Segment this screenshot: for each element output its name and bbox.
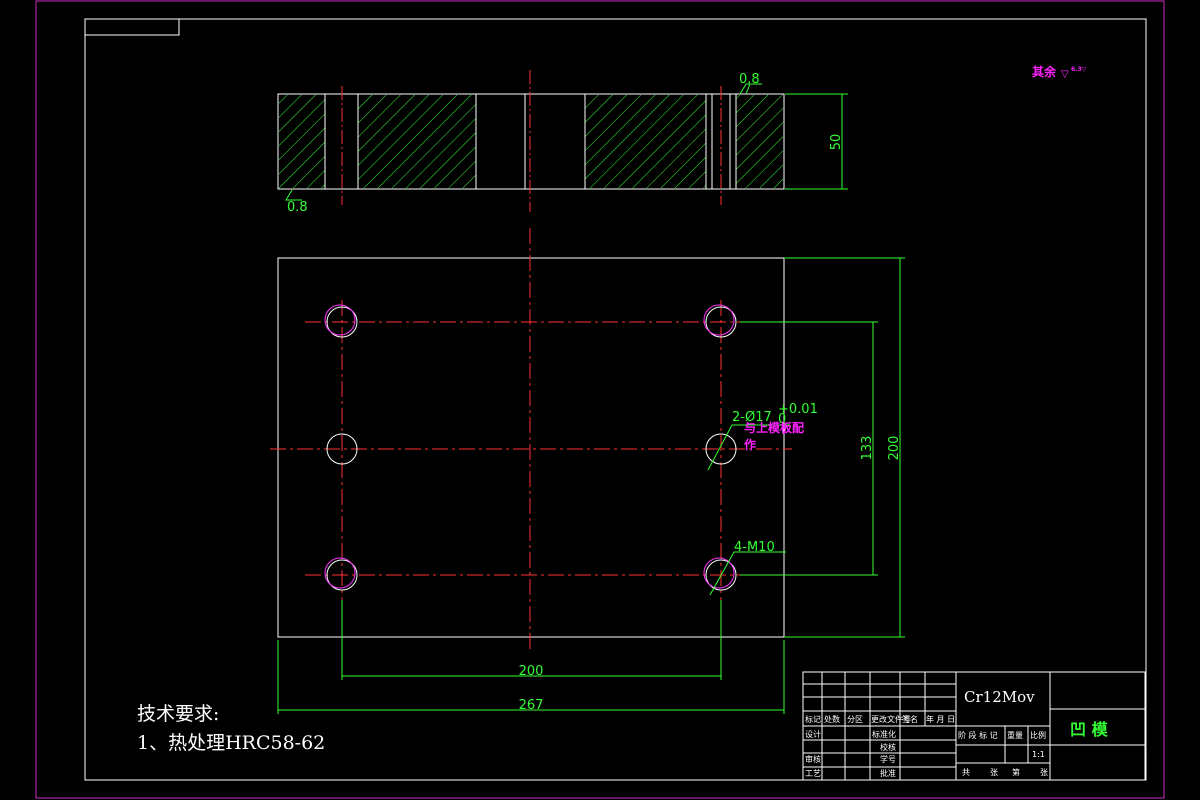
hole-mark (324, 557, 356, 589)
tb-sheet-2: 第 (1012, 767, 1020, 777)
tb-weight: 重量 (1007, 730, 1023, 740)
hatch-region (736, 95, 783, 188)
tb-ratio: 比例 (1030, 730, 1046, 740)
tech-req-item1: 1、热处理HRC58-62 (137, 732, 325, 754)
callout-note-line1: 与上模板配 (744, 420, 804, 435)
roughness-left: 0.8 (287, 200, 308, 215)
tb-stage: 阶 段 标 记 (958, 730, 998, 740)
tb-part-name: 凹 模 (1070, 720, 1109, 739)
dowel-hole (326, 433, 358, 465)
hatch-region (279, 95, 325, 188)
tb-sheet-1: 张 (990, 768, 998, 777)
inner-border (84, 18, 1147, 781)
tb-sheet-0: 共 (962, 768, 970, 777)
callout-tol-upper: +0.01 (778, 402, 818, 417)
tb-header-1: 处数 (824, 714, 840, 724)
tb-sheet-3: 张 (1040, 768, 1048, 777)
tb-scale: 1:1 (1032, 750, 1045, 759)
tb-material: Cr12Mov (964, 688, 1035, 706)
hole-mark (703, 557, 735, 589)
hatch-region (585, 95, 706, 188)
hatch-region (358, 95, 476, 188)
title-block (802, 671, 1146, 781)
callout-note-line2: 作 (744, 437, 756, 452)
tb-header-2: 分区 (847, 715, 863, 724)
surface-note-label: 其余 (1032, 64, 1057, 79)
tb-std: 标准化 (872, 729, 896, 739)
tb-craft: 工艺 (805, 769, 821, 778)
dim-total-height: 200 (887, 436, 902, 461)
tb-student: 学号 (880, 754, 896, 764)
tb-check: 校核 (880, 742, 896, 752)
dim-hole-spacing-v: 133 (860, 436, 875, 461)
roughness-top: 0.8 (739, 72, 760, 87)
dim-hole-spacing-h: 200 (519, 664, 544, 679)
section-view: 50 0.8 0.8 (277, 70, 848, 215)
tb-header-5: 年 月 日 (926, 714, 955, 724)
outer-border (35, 0, 1165, 799)
tb-header-3: 更改文件号 (871, 714, 911, 724)
callout-tol-lower: 0 (778, 412, 786, 427)
tb-approve: 批准 (880, 768, 896, 778)
plan-view: 200 267 200 133 2-Ø17 +0.01 0 与上模板配 作 4-… (270, 228, 905, 714)
tb-header-0: 标记 (805, 714, 821, 724)
surface-note-sup: 6.3▽ (1071, 66, 1087, 73)
dowel-hole (705, 433, 737, 465)
dim-total-width: 267 (519, 698, 544, 713)
plan-outline (277, 257, 785, 638)
tb-review: 审核 (805, 754, 821, 764)
hole-mark (324, 304, 356, 336)
dim-height: 50 (829, 134, 844, 151)
callout-thread: 4-M10 (734, 540, 775, 555)
tech-req-title: 技术要求: (137, 703, 219, 725)
surface-note-symbol: ▽ (1061, 69, 1069, 80)
callout-hole-label: 2-Ø17 (732, 410, 772, 425)
surface-finish-note: 其余 ▽ 6.3▽ (1032, 64, 1087, 80)
section-outline (277, 93, 785, 190)
tb-header-4: 签名 (902, 714, 918, 724)
hole-mark (703, 304, 735, 336)
corner-tag-box (84, 18, 180, 36)
tb-design: 设计 (805, 729, 821, 739)
